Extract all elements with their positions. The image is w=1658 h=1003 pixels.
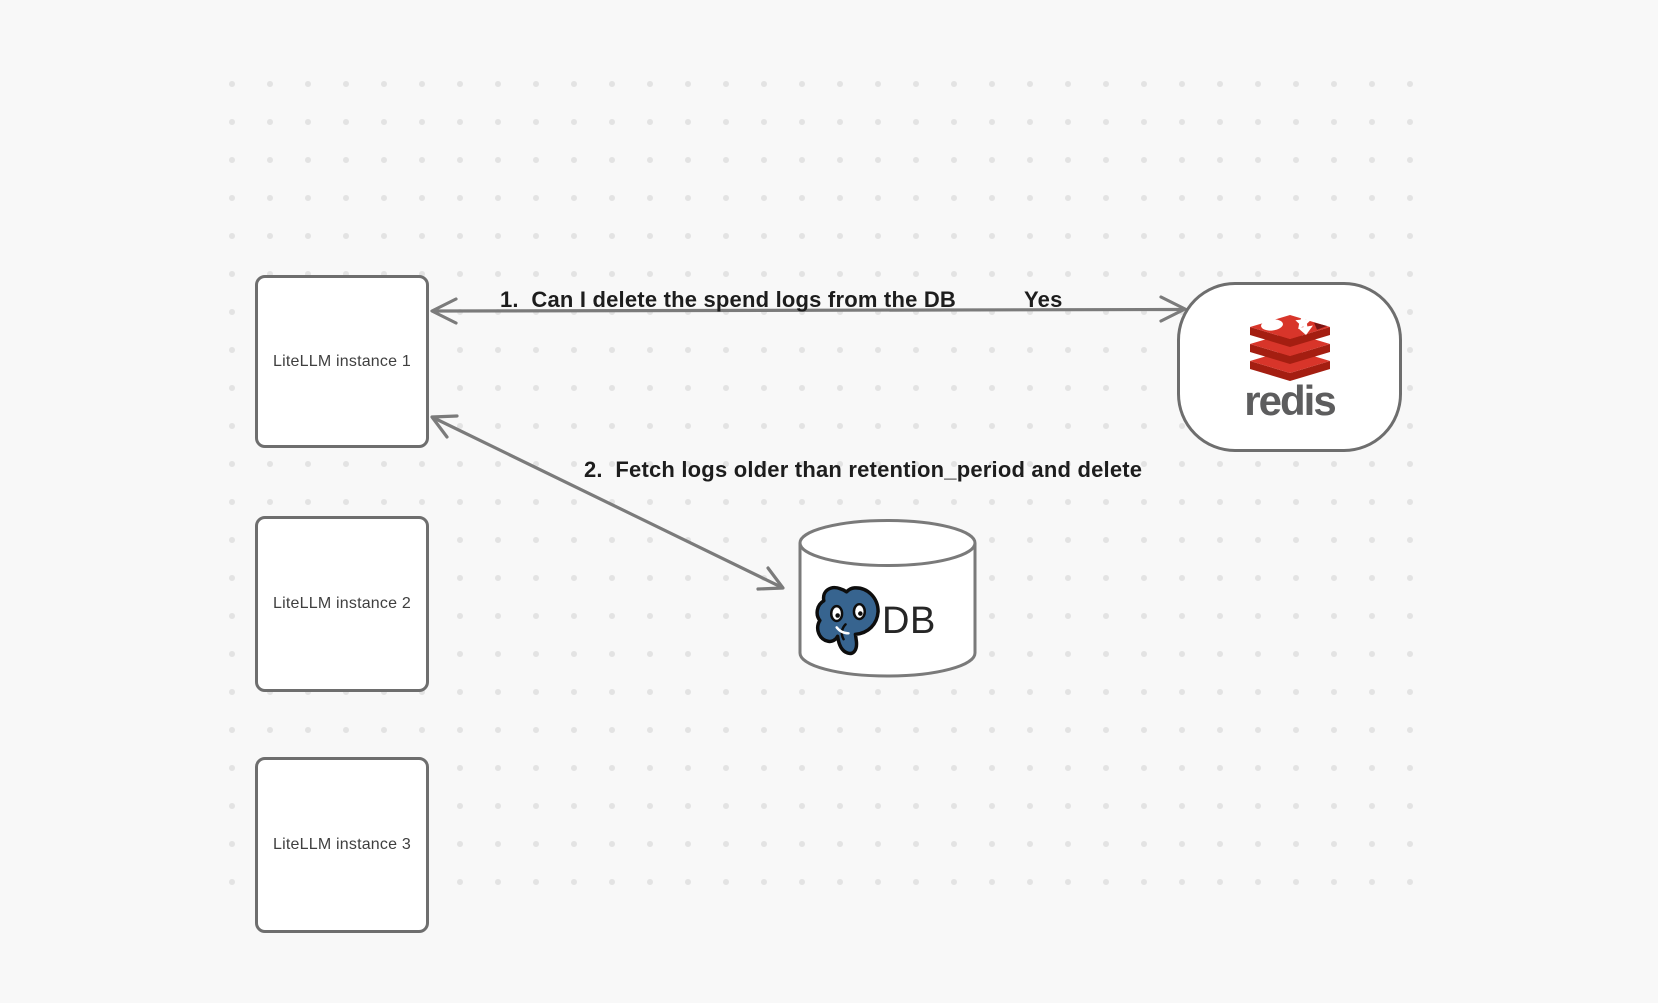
litellm-instance-3-box[interactable]: LiteLLM instance 3 — [255, 757, 429, 933]
redis-wordmark: redis — [1244, 377, 1336, 424]
litellm-instance-2-label: LiteLLM instance 2 — [273, 595, 411, 612]
litellm-instance-2-box[interactable]: LiteLLM instance 2 — [255, 516, 429, 692]
arrow-1-label[interactable]: 1. Can I delete the spend logs from the … — [500, 287, 957, 312]
arrow-2-label[interactable]: 2. Fetch logs older than retention_perio… — [584, 457, 1143, 482]
redis-node[interactable]: redis — [1177, 282, 1402, 452]
arrow-2[interactable] — [430, 414, 785, 591]
litellm-instance-1-label: LiteLLM instance 1 — [273, 352, 411, 370]
arrow-1-response-label[interactable]: Yes — [1024, 287, 1063, 312]
postgresql-elephant-icon — [815, 585, 880, 656]
db-label: DB — [882, 600, 936, 642]
litellm-instance-3-label: LiteLLM instance 3 — [273, 836, 411, 853]
litellm-instance-1-box[interactable]: LiteLLM instance 1 — [255, 275, 429, 448]
redis-logo-icon — [1249, 315, 1330, 381]
